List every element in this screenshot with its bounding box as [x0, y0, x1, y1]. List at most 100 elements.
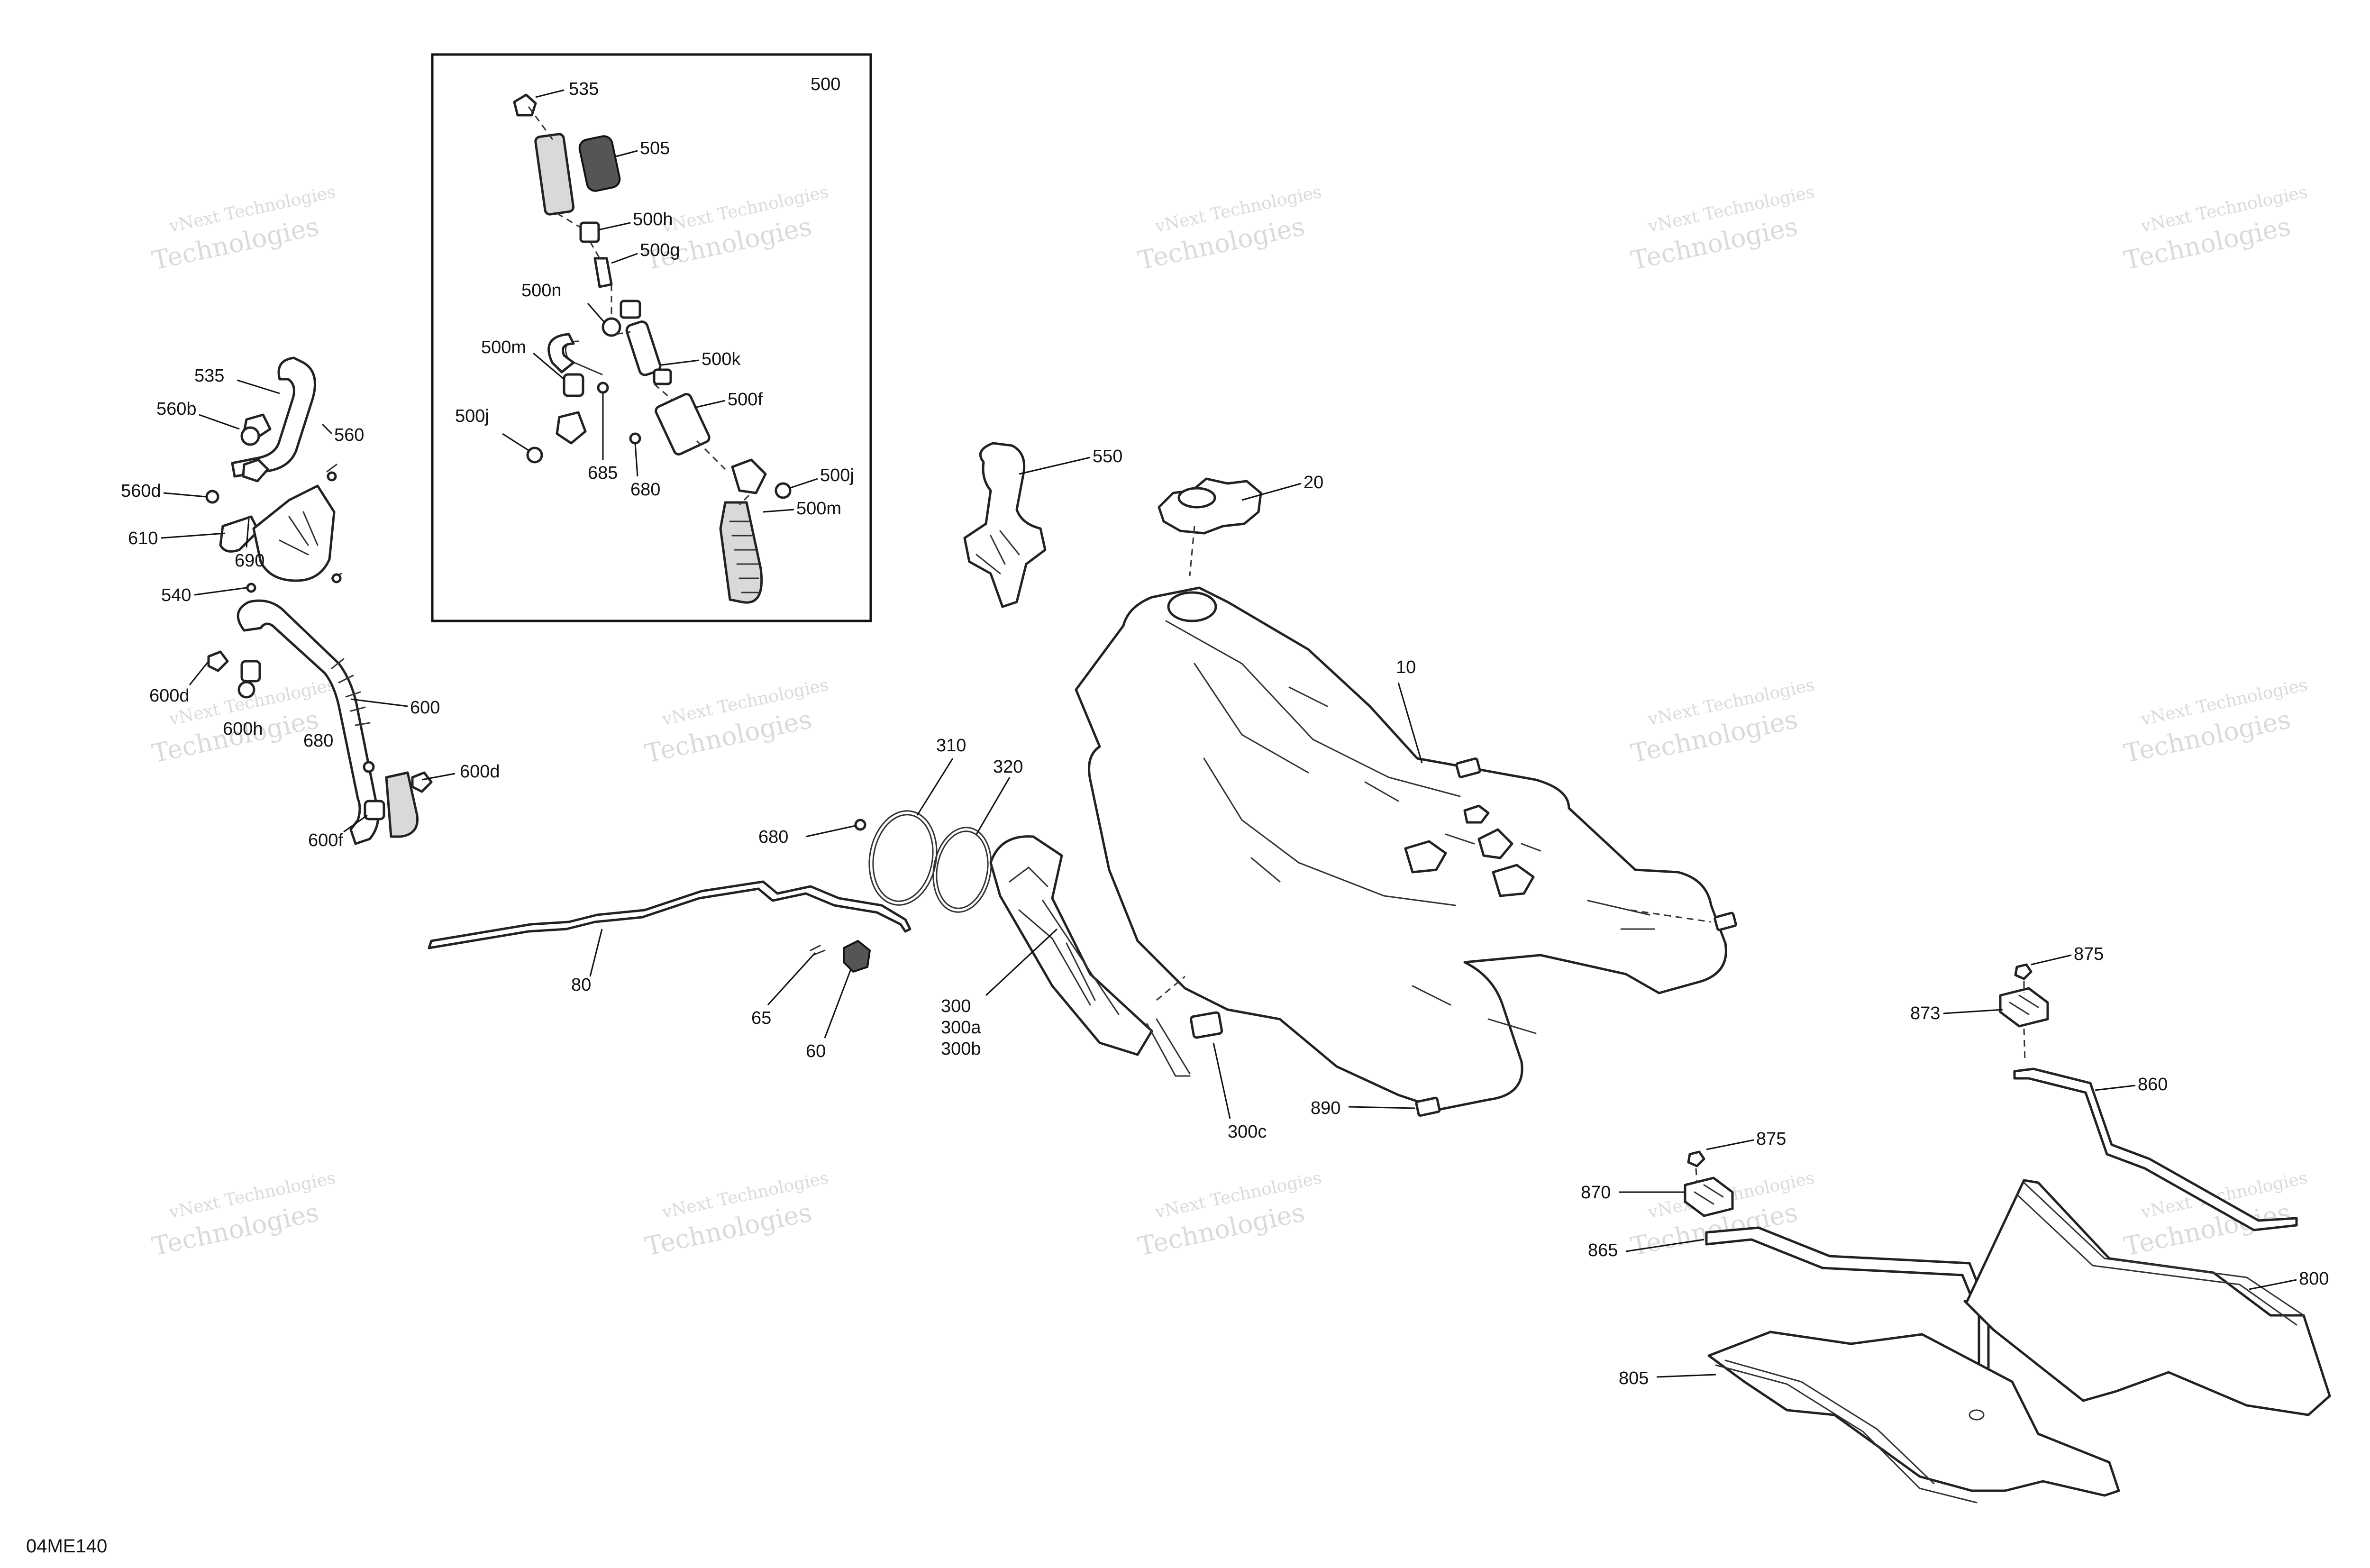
- leader-line: [616, 150, 638, 157]
- leader-line: [502, 433, 529, 451]
- callout-500m: 500m: [481, 337, 526, 357]
- callout-890: 890: [1311, 1098, 1340, 1118]
- clamp-part: [513, 93, 537, 117]
- corrugated-ribs: [729, 520, 759, 593]
- leader-line: [350, 698, 408, 707]
- leader-line: [343, 814, 368, 833]
- watermark: vNext Technologies Technologies: [642, 1168, 830, 1261]
- watermark: vNext Technologies Technologies: [2121, 182, 2309, 275]
- leader-line: [789, 478, 818, 489]
- leader-line: [587, 303, 605, 323]
- leader-line: [533, 352, 565, 380]
- leader-line: [2095, 1085, 2136, 1091]
- clamp-part: [242, 458, 269, 483]
- valve-body: [252, 484, 336, 582]
- callout-300a: 300a: [941, 1018, 981, 1038]
- vent-hose-560: [231, 356, 316, 478]
- hose-part: [534, 133, 575, 216]
- watermark: vNext Technologies Technologies: [2121, 1168, 2309, 1261]
- leader-line: [2249, 1279, 2297, 1290]
- seal-ring-320-inner: [936, 830, 989, 909]
- leader-line: [1943, 1009, 2003, 1014]
- clamp-part: [602, 317, 621, 337]
- assembly-axis: [1695, 1168, 1698, 1183]
- callout-800: 800: [2299, 1269, 2329, 1289]
- clamp-part: [364, 800, 385, 820]
- heat-shield-detail: [1715, 1359, 1978, 1504]
- callout-505: 505: [640, 138, 670, 158]
- cap-center: [1177, 487, 1216, 509]
- leader-line: [194, 587, 247, 596]
- pad-part: [1415, 1096, 1441, 1117]
- callout-610: 610: [128, 529, 158, 548]
- callout-550: 550: [1093, 447, 1122, 466]
- leader-line: [763, 509, 794, 513]
- leader-line: [321, 423, 333, 435]
- callout-560: 560: [334, 425, 364, 445]
- leader-line: [199, 414, 240, 430]
- leader-line: [421, 773, 456, 781]
- leader-line: [1019, 456, 1091, 475]
- leader-line: [237, 379, 280, 394]
- leader-line: [535, 89, 565, 98]
- bolt-part: [331, 573, 342, 583]
- watermark: vNext Technologies Technologies: [1628, 675, 1816, 768]
- callout-680: 680: [630, 480, 660, 500]
- screw-part: [363, 761, 375, 773]
- leader-line: [805, 825, 856, 838]
- tank-valve: [1492, 864, 1535, 897]
- clamp-part: [411, 771, 433, 793]
- screw-875: [2014, 963, 2033, 980]
- leader-line: [2031, 954, 2072, 966]
- watermark: vNext Technologies Technologies: [149, 1168, 337, 1261]
- hose-corrugation: [331, 658, 371, 726]
- shield-hole: [1969, 1409, 1985, 1421]
- diagram-code: 04ME140: [26, 1536, 107, 1557]
- leader-line: [824, 969, 852, 1039]
- tee-fitting-part: [731, 458, 767, 494]
- corrugated-hose-part: [719, 501, 763, 604]
- callout-300: 300: [941, 996, 971, 1016]
- filler-opening: [1167, 591, 1217, 622]
- callout-680: 680: [758, 827, 788, 847]
- callout-535: 535: [194, 366, 224, 386]
- callout-870: 870: [1581, 1183, 1611, 1203]
- pad-890: 890: [1311, 1096, 1441, 1118]
- fuel-tank-body: [1075, 586, 1727, 1111]
- fuel-tank-10: 10: [1075, 586, 1737, 1111]
- clip-870-detail: [1694, 1184, 1724, 1205]
- leader-line: [1212, 1042, 1231, 1119]
- leader-line: [598, 222, 631, 231]
- tank-pad: [1455, 757, 1481, 778]
- callout-500j: 500j: [820, 465, 854, 485]
- callout-500m: 500m: [796, 499, 841, 519]
- callout-300c: 300c: [1228, 1122, 1267, 1142]
- clamp-part: [653, 368, 672, 385]
- callout-600d: 600d: [149, 686, 190, 706]
- callout-873: 873: [1910, 1003, 1940, 1023]
- fuel-line-80: [428, 880, 912, 949]
- watermark: vNext Technologies Technologies: [642, 675, 830, 768]
- callout-535: 535: [569, 79, 599, 99]
- heat-shield-800: [1963, 1179, 2331, 1416]
- callout-875: 875: [1756, 1129, 1786, 1149]
- lock-ring-310: [868, 810, 938, 906]
- tank-valve: [1477, 828, 1513, 859]
- screw-part: [629, 432, 641, 445]
- callout-600h: 600h: [223, 719, 263, 739]
- tank-detail: [1165, 620, 1655, 1034]
- pump-detail: [1009, 866, 1120, 1015]
- fuel-cap-20: 20: [1158, 473, 1323, 576]
- leader-line: [246, 519, 250, 548]
- tank-valve: [1463, 804, 1490, 824]
- callout-805: 805: [1619, 1368, 1649, 1388]
- pump-pad-300c: [1190, 1011, 1223, 1039]
- callout-20: 20: [1304, 473, 1323, 492]
- filler-neck-part: [963, 442, 1047, 608]
- heat-shield-detail: [2016, 1182, 2305, 1326]
- clamp-part: [620, 300, 641, 319]
- screw-875: [1687, 1150, 1705, 1167]
- leader-line: [975, 777, 1011, 835]
- callout-500n: 500n: [521, 281, 562, 301]
